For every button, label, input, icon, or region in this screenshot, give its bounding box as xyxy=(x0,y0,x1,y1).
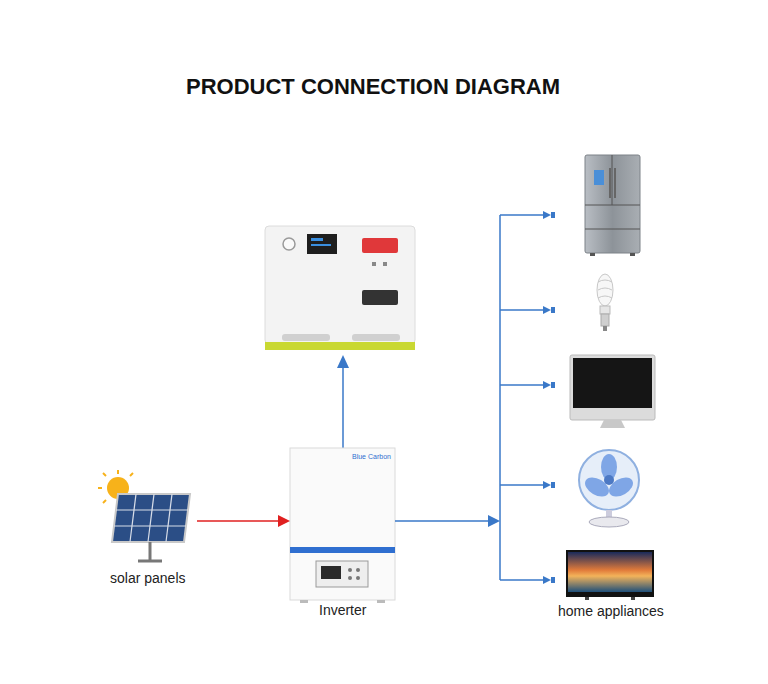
bulb-illustration xyxy=(597,274,613,331)
ac-output-arrow xyxy=(395,515,500,527)
tv-illustration xyxy=(566,550,654,600)
solar-power-arrow xyxy=(197,515,290,527)
arrow-head xyxy=(488,515,500,527)
fan-illustration xyxy=(579,450,639,527)
appliances-node: home appliances xyxy=(500,150,678,624)
brand-label: Blue Carbon xyxy=(352,453,391,461)
fridge-illustration xyxy=(585,155,640,256)
connector-line xyxy=(197,520,280,522)
monitor-illustration xyxy=(570,355,655,428)
node-label: solar panels xyxy=(110,570,186,586)
solar-panels-node: solar panels xyxy=(85,466,197,590)
inverter-illustration xyxy=(290,448,395,603)
battery-illustration xyxy=(265,226,415,350)
node-label: Inverter xyxy=(319,602,366,618)
inverter-node: Blue CarbonInverter xyxy=(290,448,395,622)
node-label: home appliances xyxy=(558,603,664,619)
solar-panel-illustration xyxy=(98,470,190,561)
connector-line xyxy=(395,520,490,522)
diagram-title: PRODUCT CONNECTION DIAGRAM xyxy=(186,74,560,100)
arrow-head xyxy=(278,515,290,527)
battery-arrow xyxy=(337,355,349,448)
distribution-wires xyxy=(500,211,555,584)
